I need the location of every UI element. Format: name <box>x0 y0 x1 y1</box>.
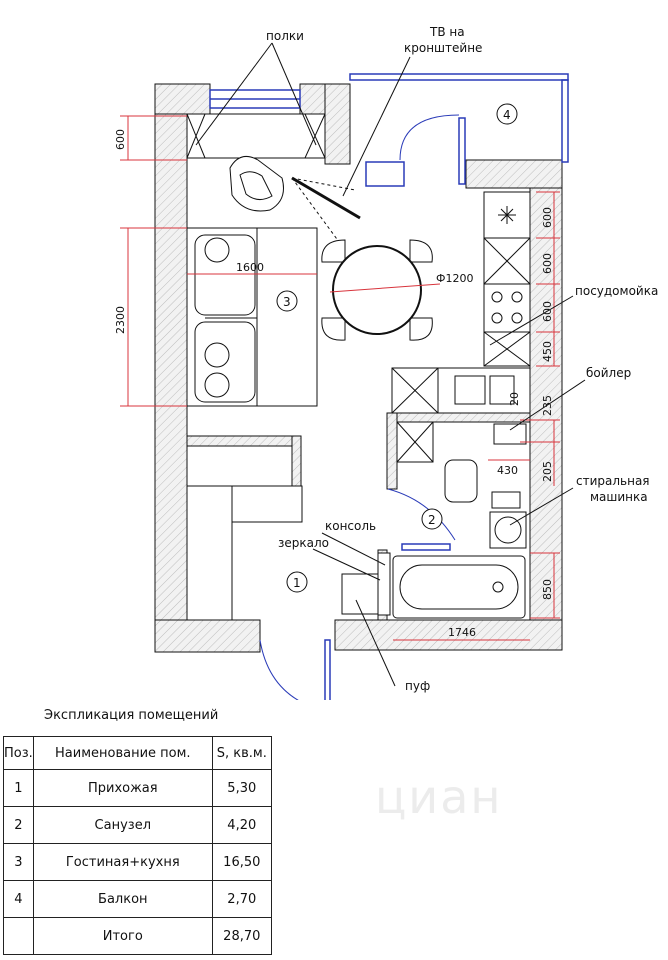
leader-lines <box>195 42 586 687</box>
dim-kitchen-450: 450 <box>541 341 554 362</box>
dim-kitchen-600b: 600 <box>541 253 554 274</box>
dimension-lines <box>120 115 560 641</box>
cell-pos <box>3 917 34 955</box>
callout-pouf: пуф <box>405 679 430 693</box>
callout-console: консоль <box>325 519 376 533</box>
table-total-row: Итого 28,70 <box>3 917 272 955</box>
table-header-row: Поз. Наименование пом. S, кв.м. <box>3 736 272 770</box>
kitchen <box>391 191 531 463</box>
table-row: 3 Гостиная+кухня 16,50 <box>3 843 272 881</box>
floor-plan: полки ТВ на кронштейне посудомойка бойле… <box>114 25 658 700</box>
cell-area: 2,70 <box>211 880 272 918</box>
bathroom-fixtures <box>341 459 527 619</box>
header-area: S, кв.м. <box>211 736 272 770</box>
cell-area: 5,30 <box>211 769 272 807</box>
header-name: Наименование пом. <box>32 736 213 770</box>
shelves <box>186 113 326 159</box>
table-row: 4 Балкон 2,70 <box>3 880 272 918</box>
table-row: 1 Прихожая 5,30 <box>3 769 272 807</box>
room-number-3: 3 <box>283 295 291 309</box>
cell-area: 16,50 <box>211 843 272 881</box>
dim-kitchen-600c: 600 <box>541 301 554 322</box>
dim-2300: 2300 <box>114 306 127 334</box>
room-number-2: 2 <box>428 513 436 527</box>
cell-pos: 4 <box>3 880 34 918</box>
cell-name: Балкон <box>32 880 213 918</box>
callout-mirror: зеркало <box>278 536 329 550</box>
cell-pos: 3 <box>3 843 34 881</box>
dim-1600: 1600 <box>236 261 264 274</box>
cell-pos: 1 <box>3 769 34 807</box>
dim-600-left: 600 <box>114 129 127 150</box>
room-number-1: 1 <box>293 576 301 590</box>
dining-table <box>321 239 433 341</box>
dim-205: 205 <box>541 461 554 482</box>
room-number-4: 4 <box>503 108 511 122</box>
tv <box>291 176 361 251</box>
doors <box>259 114 460 700</box>
cell-area: 4,20 <box>211 806 272 844</box>
callout-tv-1: ТВ на <box>429 25 465 39</box>
walls <box>154 83 563 653</box>
windows <box>209 73 569 700</box>
explication-table: Поз. Наименование пом. S, кв.м. 1 Прихож… <box>3 736 272 955</box>
cell-name: Итого <box>32 917 213 955</box>
cell-pos: 2 <box>3 806 34 844</box>
cell-name: Гостиная+кухня <box>32 843 213 881</box>
callout-boiler: бойлер <box>586 366 631 380</box>
callout-tv-2: кронштейне <box>404 41 482 55</box>
callout-shelves: полки <box>266 29 304 43</box>
table-row: 2 Санузел 4,20 <box>3 806 272 844</box>
header-pos: Поз. <box>3 736 34 770</box>
dim-kitchen-600a: 600 <box>541 207 554 228</box>
dim-1200: Ф1200 <box>436 272 473 285</box>
watermark: циан <box>375 770 503 824</box>
dim-850: 850 <box>541 579 554 600</box>
cell-name: Санузел <box>32 806 213 844</box>
dim-430: 430 <box>497 464 518 477</box>
explication-title: Экспликация помещений <box>44 708 219 723</box>
asterisk-icon <box>498 206 516 224</box>
armchair <box>229 155 284 212</box>
closet <box>186 445 303 621</box>
cell-area: 28,70 <box>211 917 272 955</box>
callout-washer-1: стиральная <box>576 474 650 488</box>
sofa <box>186 227 318 407</box>
cell-name: Прихожая <box>32 769 213 807</box>
callout-dishwasher: посудомойка <box>575 284 658 298</box>
dim-235: 235 <box>541 395 554 416</box>
callout-washer-2: машинка <box>590 490 648 504</box>
dim-20: 20 <box>508 392 521 406</box>
room-markers <box>276 103 518 593</box>
dim-1746: 1746 <box>448 626 476 639</box>
